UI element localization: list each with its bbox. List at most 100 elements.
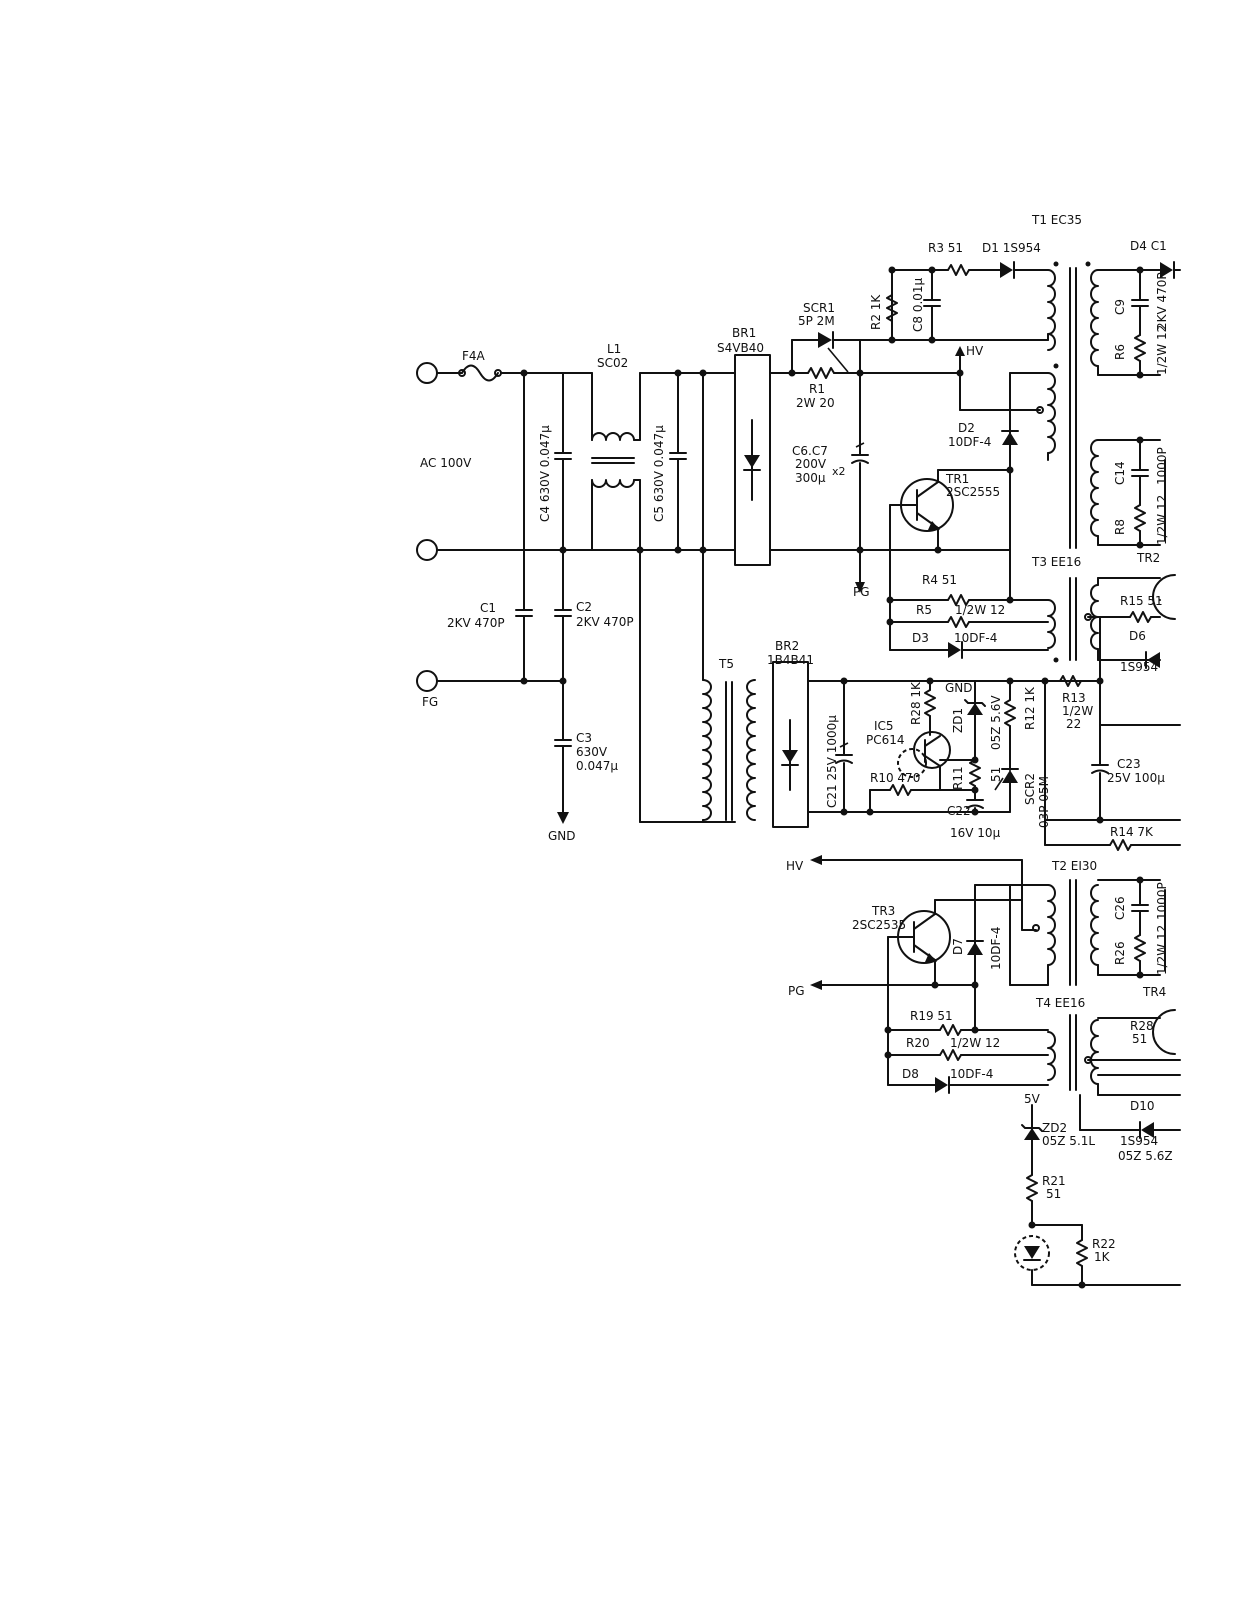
label-r5-value: 1/2W 12 [955,603,1005,617]
label-d3: D3 [912,631,929,645]
label-zd2-value: 05Z 5.1L [1042,1134,1095,1148]
label-r26: R26 [1113,941,1127,965]
label-c26-value: 1000P [1155,882,1169,920]
label-c1: C1 [480,601,496,615]
label-gnd-1: GND [548,829,576,843]
label-c22-value: 16V 10μ [950,826,1001,840]
label-c3: C3 [576,731,592,745]
label-c6c7: C6.C7 [792,444,828,458]
label-r15: R15 51 [1120,594,1163,608]
label-d1: D1 1S954 [982,241,1041,255]
label-d2-value: 10DF-4 [948,435,991,449]
label-c2: C2 [576,600,592,614]
label-r21: R21 [1042,1174,1066,1188]
label-tr3-value: 2SC2535 [852,918,906,932]
label-r4: R4 51 [922,573,957,587]
label-c22: C22 [947,804,971,818]
label-c6-volt: 200V [795,457,827,471]
label-c1-value: 2KV 470P [447,616,505,630]
label-r13-b: 22 [1066,717,1081,731]
label-ic5-value: PC614 [866,733,905,747]
label-r12: R12 1K [1023,686,1037,730]
label-ic5: IC5 [874,719,894,733]
label-d7: D7 [951,938,965,955]
label-c3-a: 630V [576,745,608,759]
label-c9-value: 2KV 470P [1155,272,1169,330]
label-d3-value: 10DF-4 [954,631,997,645]
label-r14: R14 7K [1110,825,1154,839]
led-indicator [1014,1235,1050,1271]
input-section [416,354,1011,824]
label-r13: R13 [1062,691,1086,705]
label-c6-cap: 300μ [795,471,826,485]
label-c14-value: 1000P [1155,447,1169,485]
label-tr3: TR3 [871,904,895,918]
label-d10: D10 [1130,1099,1155,1113]
label-r1-value: 2W 20 [796,396,835,410]
label-zd1-value: 05Z 5.6V [989,695,1003,750]
label-c2-value: 2KV 470P [576,615,634,629]
label-hv-2: HV [786,859,804,873]
label-d6: D6 [1129,629,1146,643]
terminal-fg [416,670,438,692]
label-r28-1k: R28 1K [909,681,923,725]
label-scr2-value: 03P 05M [1037,776,1051,828]
second-converter [810,855,1181,1289]
label-fg: FG [422,695,438,709]
label-c8: C8 0.01μ [911,277,925,332]
label-t4: T4 EE16 [1035,996,1085,1010]
label-c4: C4 630V 0.047μ [538,425,552,522]
label-r6: R6 [1113,344,1127,360]
label-r13-a: 1/2W [1062,704,1093,718]
label-d8: D8 [902,1067,919,1081]
label-ac100v: AC 100V [420,456,472,470]
label-br1: BR1 [732,326,756,340]
label-t5: T5 [718,657,734,671]
label-sc02: SC02 [597,356,628,370]
scr1-symbol [818,332,832,348]
label-c21: C21 25V 1000μ [825,715,839,808]
label-r20: R20 [906,1036,930,1050]
label-t2: T2 EI30 [1051,859,1097,873]
label-tr1-value: 2SC2555 [946,485,1000,499]
label-c14: C14 [1113,461,1127,485]
label-br2: BR2 [775,639,799,653]
label-tr2: TR2 [1136,551,1160,565]
label-scr1: SCR1 [803,301,835,315]
bridge-br2 [772,661,809,828]
label-pg-1: PG [853,585,870,599]
label-t3: T3 EE16 [1031,555,1081,569]
label-t1: T1 EC35 [1031,213,1082,227]
label-r22: R22 [1092,1237,1116,1251]
label-r5: R5 [916,603,932,617]
label-r2: R2 1K [869,294,883,330]
fuse-symbol [461,364,499,382]
label-br1-value: S4VB40 [717,341,764,355]
label-pg-2: PG [788,984,805,998]
label-r11: R11 [951,766,965,790]
label-r21-value: 51 [1046,1187,1061,1201]
label-scr1-value: 5P 2M [798,314,835,328]
label-r1: R1 [809,382,825,396]
label-c5: C5 630V 0.047μ [652,425,666,522]
label-r22-value: 1K [1094,1250,1111,1264]
label-d10-value-2: 05Z 5.6Z [1118,1149,1173,1163]
label-zd1: ZD1 [951,708,965,733]
label-r6-value: 1/2W 12 [1155,325,1169,375]
label-d4: D4 C1 [1130,239,1167,253]
label-r8: R8 [1113,519,1127,535]
ic5-optocoupler [913,731,951,769]
label-r20-value: 1/2W 12 [950,1036,1000,1050]
label-l1: L1 [607,342,621,356]
label-zd2: ZD2 [1042,1121,1067,1135]
aux-section [639,616,1181,851]
label-tr4: TR4 [1142,985,1166,999]
label-r10: R10 470 [870,771,920,785]
label-f4a: F4A [462,349,486,363]
component-labels: F4A L1 SC02 AC 100V FG GND C4 630V 0.047… [420,213,1173,1264]
label-c26: C26 [1113,896,1127,920]
label-d7-value: 10DF-4 [989,927,1003,970]
label-x2: x2 [832,465,846,478]
label-5v: 5V [1024,1092,1041,1106]
